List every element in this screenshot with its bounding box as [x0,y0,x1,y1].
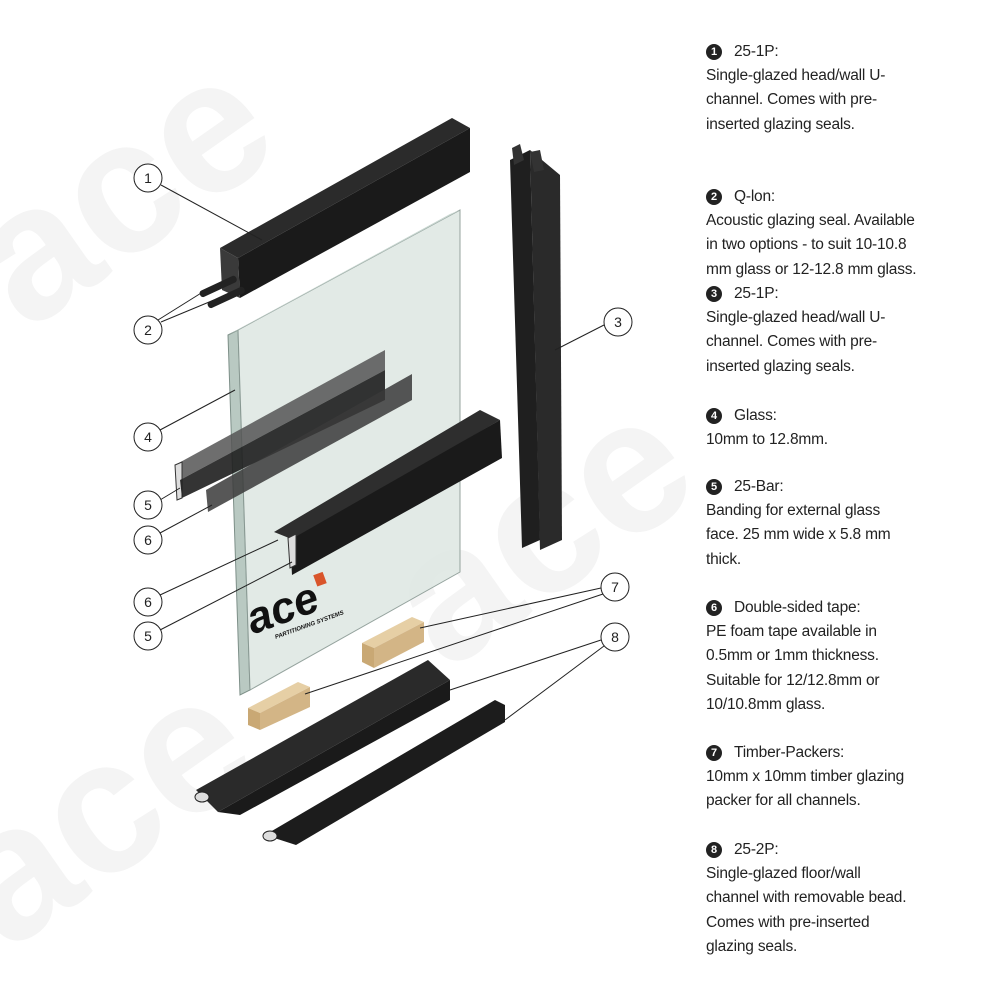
svg-text:4: 4 [144,429,152,445]
item-title: 25-1P: [734,43,779,60]
wall-channel-25-1P [510,144,562,550]
callout-6-lower: 6 [133,587,163,617]
item-description: 8 25-2P: Single-glazed floor/wall channel… [706,838,996,959]
svg-text:6: 6 [144,532,152,548]
desc-line: channel with removable bead. [706,889,907,907]
desc-line: 0.5mm or 1mm thickness. [706,647,879,665]
banding-bar-lower [274,410,502,575]
number-badge-icon: 2 [706,189,722,206]
callout-1: 1 [133,163,163,193]
callout-7: 7 [600,572,630,602]
item-description: 6 Double-sided tape: PE foam tape availab… [706,596,996,717]
head-channel-25-1P [199,118,470,309]
number-badge-icon: 3 [706,286,722,303]
desc-line: inserted glazing seals. [706,357,855,375]
svg-text:8: 8 [611,629,619,645]
item-description: 4 Glass: 10mm to 12.8mm. [706,404,996,452]
callout-2: 2 [133,315,163,345]
item-description: 3 25-1P: Single-glazed head/wall U- chann… [706,282,996,379]
item-title: Double-sided tape: [734,599,861,616]
desc-line: channel. Comes with pre- [706,333,877,351]
svg-text:6: 6 [144,594,152,610]
number-badge-icon: 5 [706,479,722,496]
callout-3: 3 [603,307,633,337]
desc-line: face. 25 mm wide x 5.8 mm [706,526,891,544]
svg-text:5: 5 [144,628,152,644]
item-description: 1 25-1P: Single-glazed head/wall U- chann… [706,40,996,137]
item-title: 25-1P: [734,285,779,302]
desc-line: 10mm to 12.8mm. [706,431,828,449]
callout-5: 5 [133,490,163,520]
item-description: 2 Q-lon: Acoustic glazing seal. Available… [706,185,996,282]
item-title: 25-Bar: [734,478,784,495]
desc-line: 10mm x 10mm timber glazing [706,768,905,786]
desc-line: channel. Comes with pre- [706,91,877,109]
svg-text:1: 1 [144,170,152,186]
desc-line: Suitable for 12/12.8mm or [706,671,880,689]
desc-line: Single-glazed floor/wall [706,865,861,883]
desc-line: inserted glazing seals. [706,115,855,133]
desc-line: mm glass or 12-12.8 mm glass. [706,260,917,278]
svg-text:2: 2 [144,322,152,338]
desc-line: in two options - to suit 10-10.8 [706,236,907,254]
number-badge-icon: 1 [706,44,722,61]
callout-6: 6 [133,525,163,555]
item-title: Glass: [734,407,777,424]
callout-4: 4 [133,422,163,452]
desc-line: packer for all channels. [706,792,861,810]
number-badge-icon: 4 [706,408,722,425]
callout-8: 8 [600,622,630,652]
number-badge-icon: 6 [706,600,722,617]
desc-line: thick. [706,550,741,568]
double-sided-tape [206,374,412,512]
item-title: Q-lon: [734,188,776,205]
desc-line: PE foam tape available in [706,623,877,641]
item-description: 7 Timber-Packers: 10mm x 10mm timber glaz… [706,741,996,814]
banding-bar-25-Bar [174,350,385,501]
leader-lines [157,184,605,721]
desc-line: 10/10.8mm glass. [706,695,826,713]
desc-line: Acoustic glazing seal. Available [706,212,915,230]
item-title: 25-2P: [734,841,779,858]
svg-text:5: 5 [144,497,152,513]
callout-5-lower: 5 [133,621,163,651]
desc-line: Banding for external glass [706,502,881,520]
desc-line: glazing seals. [706,937,798,955]
desc-line: Single-glazed head/wall U- [706,67,886,85]
desc-line: Comes with pre-inserted [706,913,870,931]
number-badge-icon: 8 [706,842,722,859]
floor-channel-25-2P [194,660,505,845]
desc-line: Single-glazed head/wall U- [706,309,886,327]
callouts: 1 2 3 4 5 6 6 5 7 8 [133,163,633,652]
timber-packer [248,617,424,730]
number-badge-icon: 7 [706,745,722,762]
item-description: 5 25-Bar: Banding for external glass face… [706,475,996,572]
item-title: Timber-Packers: [734,744,845,761]
svg-text:3: 3 [614,314,622,330]
svg-text:7: 7 [611,579,619,595]
